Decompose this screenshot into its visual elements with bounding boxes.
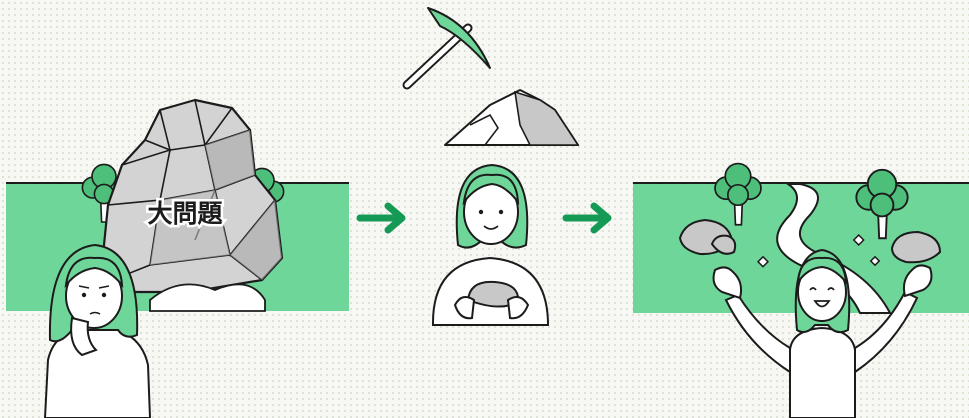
right-arrow-icon <box>566 206 608 230</box>
left-panel <box>6 100 349 418</box>
big-problem-label: 大問題 <box>147 199 223 228</box>
pickaxe-icon <box>407 8 490 85</box>
mountain-icon <box>445 90 578 145</box>
rock-icon <box>892 232 940 262</box>
right-panel <box>633 164 969 418</box>
right-arrow-icon <box>360 206 402 230</box>
happy-person-holding-rock <box>433 165 548 325</box>
